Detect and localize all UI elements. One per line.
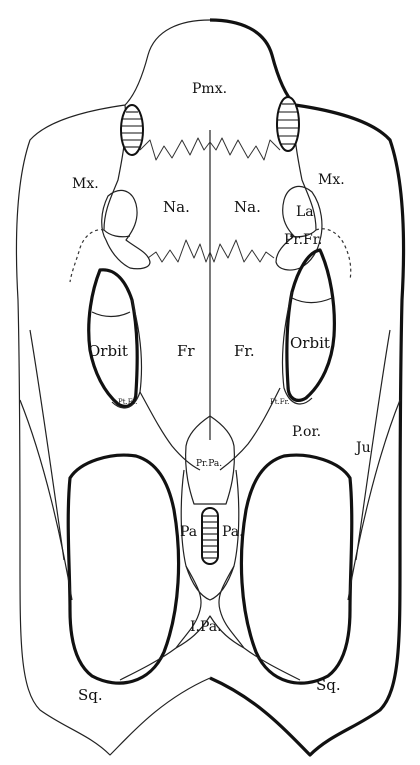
right-temporal-fenestra	[241, 455, 351, 683]
left-nostril	[121, 105, 143, 155]
label-orbit-left: Orbit	[88, 342, 128, 360]
right-lacrimal-outline	[276, 186, 322, 270]
label-jugal: Ju	[354, 440, 371, 456]
label-squamosal-right: Sq.	[316, 676, 341, 694]
right-orbit-inner-line	[292, 298, 332, 303]
nasal-frontal-suture	[148, 240, 274, 262]
label-postorbital: P.or.	[292, 424, 321, 440]
label-interparietal: I.Pa.	[190, 619, 222, 635]
label-squamosal-left: Sq.	[78, 686, 103, 704]
label-maxilla-right: Mx.	[318, 172, 345, 188]
label-parietal-right: Pa.	[222, 524, 244, 540]
label-orbit-right: Orbit	[290, 334, 330, 352]
label-preparietal: Pr.Pa.	[196, 459, 222, 469]
left-temporal-fenestra	[68, 455, 178, 683]
left-frontal-lateral	[140, 392, 200, 470]
label-postfrontal-right: Pt.Fr.	[270, 398, 289, 406]
label-frontal-left: Fr	[177, 342, 195, 360]
label-parietal-left: Pa	[180, 524, 197, 540]
left-orbit-rim	[89, 270, 137, 407]
left-orbit-inner-line	[92, 312, 130, 317]
right-nostril	[277, 97, 299, 151]
right-orbit-rim	[287, 250, 335, 400]
label-lacrimal: La	[296, 204, 314, 220]
label-prefrontal: Pr.Fr.	[284, 232, 322, 248]
left-jugal-line	[30, 330, 64, 560]
label-frontal-right: Fr.	[234, 342, 255, 360]
label-maxilla-left: Mx.	[72, 176, 99, 192]
label-premaxilla: Pmx.	[192, 81, 227, 97]
label-nasal-left: Na.	[163, 198, 190, 216]
label-nasal-right: Na.	[234, 198, 261, 216]
label-postfrontal-left: Pt.Fr.	[118, 398, 137, 406]
